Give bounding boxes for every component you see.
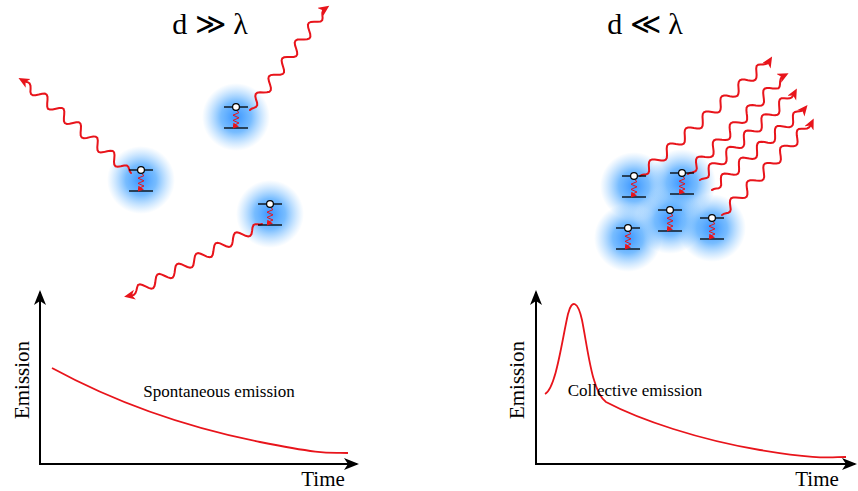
axis-label: Time bbox=[795, 469, 839, 490]
photon bbox=[688, 75, 785, 174]
two-level-atom bbox=[700, 215, 724, 239]
axis-label: Emission bbox=[12, 341, 33, 419]
lower-level bbox=[129, 190, 153, 191]
electron bbox=[625, 225, 632, 232]
photon bbox=[712, 108, 805, 190]
photon bbox=[722, 122, 812, 215]
burst-curve bbox=[545, 304, 846, 457]
atom-glow bbox=[236, 180, 304, 248]
two-level-atom bbox=[670, 170, 694, 194]
axis-label: Time bbox=[301, 469, 345, 490]
lower-level bbox=[258, 224, 282, 225]
photon bbox=[128, 224, 262, 296]
y-axis bbox=[39, 292, 41, 464]
decay-curve bbox=[52, 368, 348, 453]
y-axis bbox=[535, 292, 537, 464]
x-axis bbox=[535, 463, 855, 465]
electron bbox=[267, 201, 274, 208]
curve-label: Collective emission bbox=[568, 382, 703, 399]
atom-glow bbox=[678, 194, 746, 262]
electron bbox=[709, 215, 716, 222]
decay-arrow bbox=[631, 179, 637, 195]
decay-arrow bbox=[679, 176, 685, 192]
lower-level bbox=[670, 193, 694, 194]
lower-level bbox=[224, 127, 248, 128]
two-level-atom bbox=[258, 201, 282, 225]
electron bbox=[233, 104, 240, 111]
decay-arrow bbox=[138, 173, 144, 189]
photon bbox=[22, 80, 131, 173]
curve-label: Spontaneous emission bbox=[143, 383, 295, 400]
photon bbox=[700, 92, 795, 180]
x-axis bbox=[39, 463, 357, 465]
distance-condition: d ≪ λ bbox=[607, 9, 683, 39]
decay-arrow bbox=[667, 213, 673, 229]
two-level-atom bbox=[129, 167, 153, 191]
distance-condition: d ≫ λ bbox=[172, 9, 248, 39]
two-level-atom bbox=[658, 207, 682, 231]
two-level-atom bbox=[616, 225, 640, 249]
electron bbox=[667, 207, 674, 214]
decay-arrow bbox=[267, 207, 273, 223]
electron bbox=[631, 173, 638, 180]
lower-level bbox=[700, 238, 724, 239]
lower-level bbox=[658, 230, 682, 231]
lower-level bbox=[616, 248, 640, 249]
decay-arrow bbox=[709, 221, 715, 237]
decay-arrow bbox=[625, 231, 631, 247]
decay-arrow bbox=[233, 110, 239, 126]
two-level-atom bbox=[622, 173, 646, 197]
atom-glow bbox=[107, 146, 175, 214]
two-level-atom bbox=[224, 104, 248, 128]
photon bbox=[250, 8, 326, 110]
electron bbox=[679, 170, 686, 177]
lower-level bbox=[622, 196, 646, 197]
axis-label: Emission bbox=[507, 341, 528, 419]
electron bbox=[138, 167, 145, 174]
